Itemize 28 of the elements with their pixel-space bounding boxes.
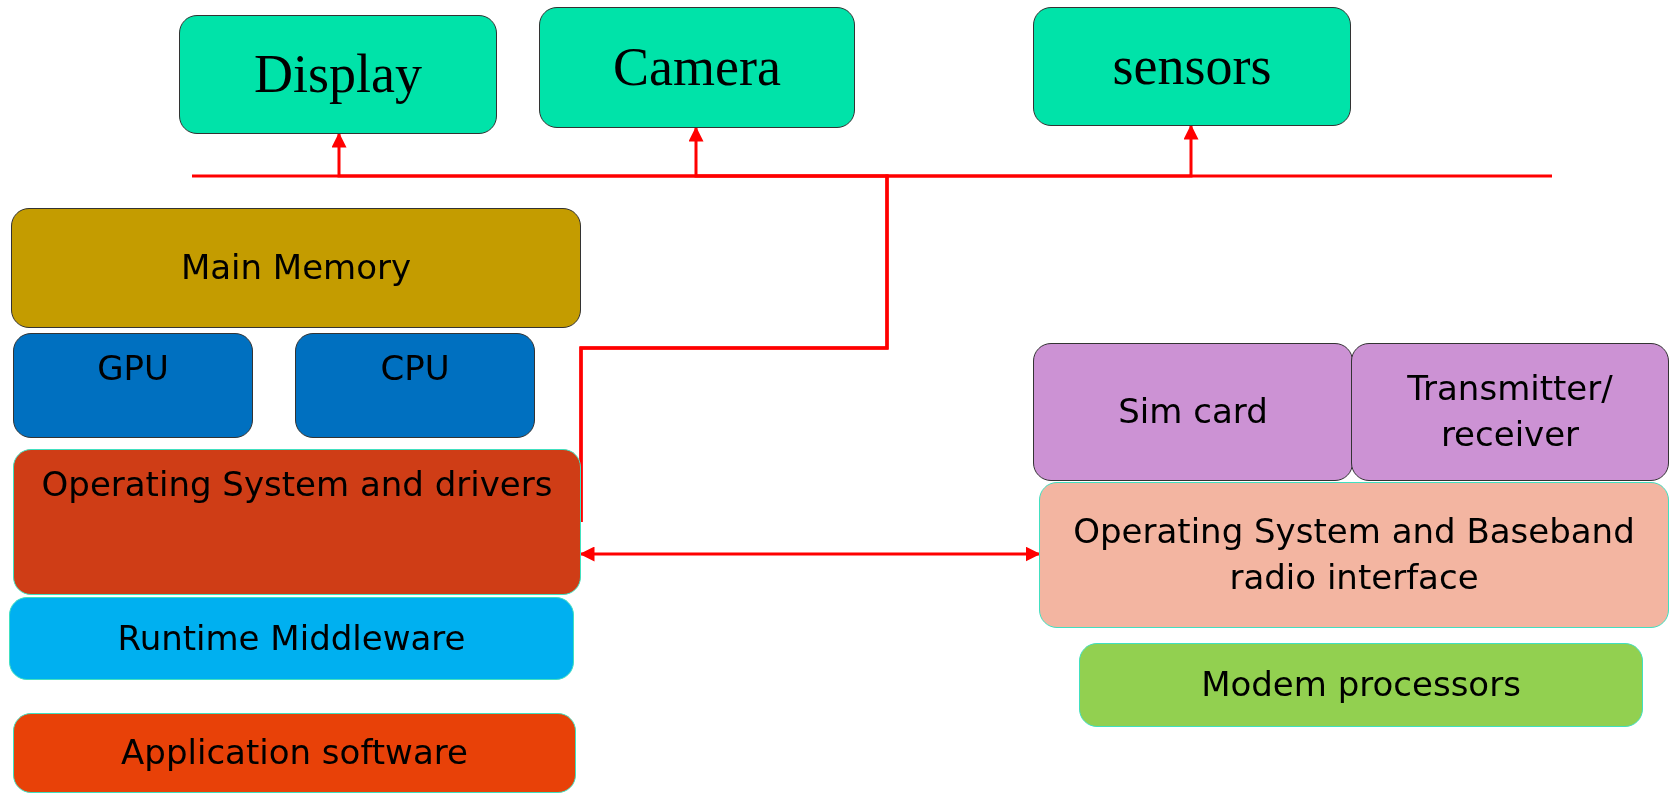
component-box	[1033, 343, 1353, 481]
box-label: Main Memory	[180, 246, 412, 290]
box-label: GPU	[97, 347, 169, 390]
box-label: Runtime Middleware	[117, 616, 466, 660]
component-box	[1351, 343, 1669, 481]
box-label: Sim card	[1118, 390, 1268, 434]
connector-arrow	[579, 546, 1041, 562]
box-label: Transmitter/ receiver	[1406, 367, 1614, 456]
box-label: Operating System and drivers	[41, 463, 553, 506]
component-box	[9, 597, 574, 680]
component-box	[539, 7, 855, 128]
box-label: Modem processors	[1201, 663, 1521, 707]
box-label: Camera	[613, 36, 781, 100]
box-label: Application software	[121, 731, 468, 775]
component-box	[13, 713, 576, 793]
component-box	[179, 15, 497, 134]
box-label: Display	[254, 43, 422, 107]
connector-arrow	[579, 124, 1199, 522]
component-box	[1033, 7, 1351, 126]
component-box	[295, 333, 535, 438]
component-box	[11, 208, 581, 328]
box-label: CPU	[380, 347, 450, 390]
component-box	[1079, 643, 1643, 727]
component-box	[1039, 482, 1669, 628]
box-label: sensors	[1112, 35, 1272, 99]
box-label: Operating System and Baseband radio interface	[1072, 510, 1636, 599]
component-box	[13, 449, 581, 595]
component-box	[13, 333, 253, 438]
